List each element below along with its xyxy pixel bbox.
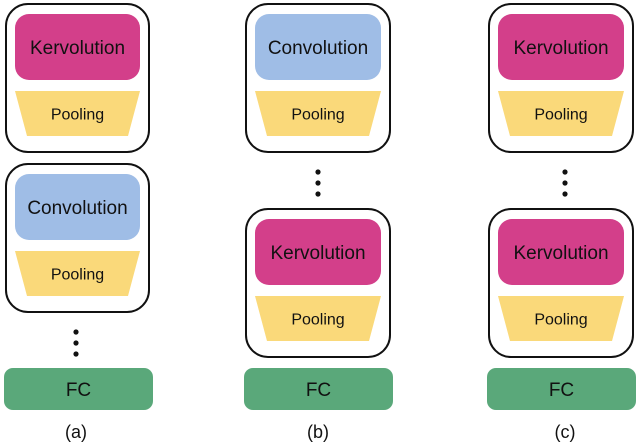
fc-block: [487, 368, 636, 410]
column-a: KervolutionPoolingConvolutionPoolingFC(a…: [4, 3, 153, 442]
fc-label: FC: [66, 380, 91, 401]
layer-label: Convolution: [268, 38, 368, 59]
fc-block: [244, 368, 393, 410]
pooling-block: [498, 91, 624, 136]
layer-label: Convolution: [27, 198, 127, 219]
layer-label: Kervolution: [30, 38, 125, 59]
fc-label: FC: [306, 380, 331, 401]
pooling-label: Pooling: [51, 107, 104, 124]
layer-label: Kervolution: [270, 243, 365, 264]
pooling-label: Pooling: [534, 107, 587, 124]
kervolution-block: [498, 14, 624, 80]
kervolution-block: [15, 14, 140, 80]
ellipsis-icon: [562, 169, 568, 197]
pooling-block: [15, 91, 140, 136]
layer-label: Kervolution: [513, 38, 608, 59]
column-caption: (b): [307, 422, 329, 442]
fc-label: FC: [549, 380, 574, 401]
column-caption: (c): [555, 422, 576, 442]
pooling-block: [15, 251, 140, 296]
pooling-block: [255, 296, 381, 341]
convolution-block: [15, 174, 140, 240]
kervolution-block: [498, 219, 624, 285]
pooling-block: [255, 91, 381, 136]
convolution-block: [255, 14, 381, 80]
layer-label: Kervolution: [513, 243, 608, 264]
column-c: KervolutionPoolingKervolutionPoolingFC(c…: [487, 3, 636, 442]
fc-block: [4, 368, 153, 410]
pooling-label: Pooling: [291, 107, 344, 124]
ellipsis-icon: [315, 169, 321, 197]
pooling-label: Pooling: [51, 267, 104, 284]
column-b: ConvolutionPoolingKervolutionPoolingFC(b…: [244, 3, 393, 442]
pooling-label: Pooling: [534, 312, 587, 329]
ellipsis-icon: [73, 329, 79, 357]
column-caption: (a): [65, 422, 87, 442]
kervolution-block: [255, 219, 381, 285]
pooling-label: Pooling: [291, 312, 344, 329]
pooling-block: [498, 296, 624, 341]
